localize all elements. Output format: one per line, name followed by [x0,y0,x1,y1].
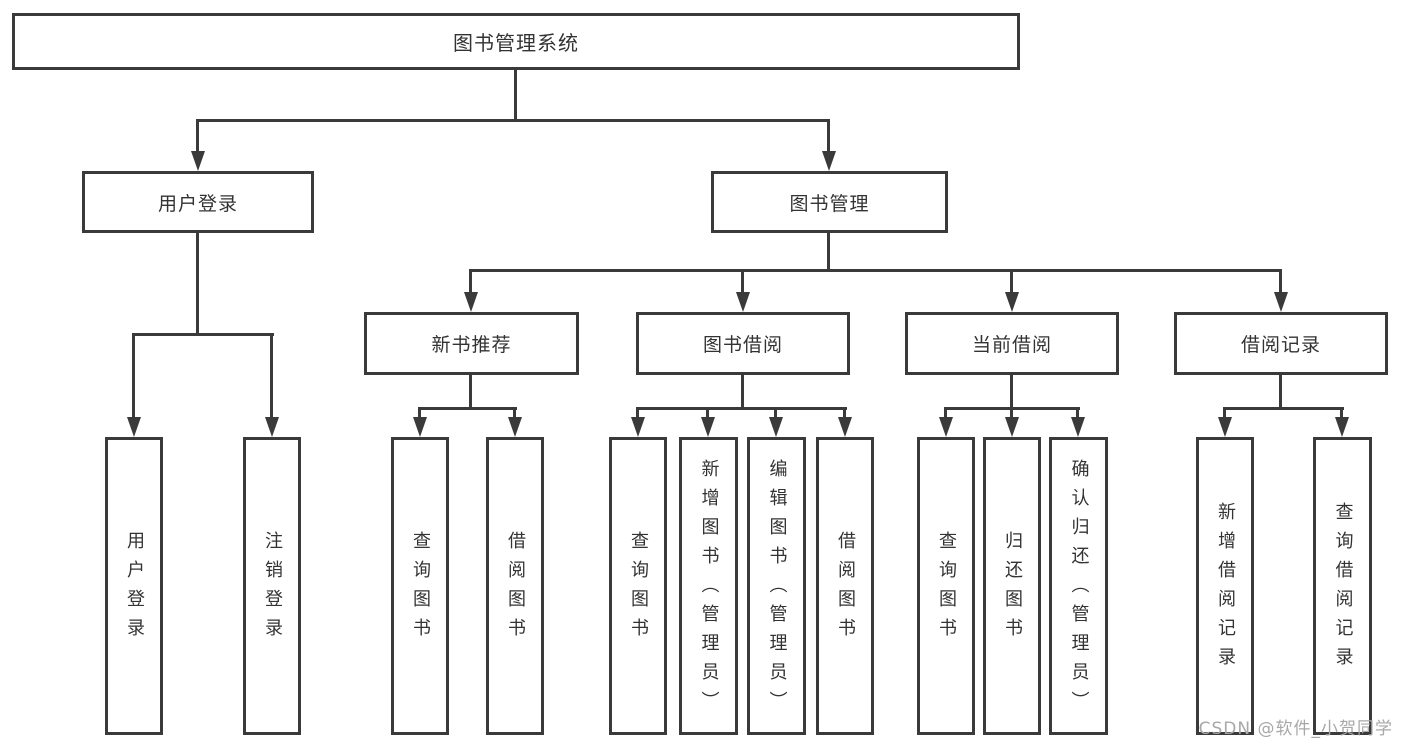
node-label: 注销登录 [262,531,283,647]
node-book-borrowing: 图书借阅 [636,312,850,375]
node-new-book-recommendation: 新书推荐 [364,312,579,375]
node-recommend-borrow-books: 借阅图书 [486,437,544,735]
node-recommend-query-books: 查询图书 [391,437,449,735]
connector-line [827,119,830,165]
node-label: 查询图书 [410,531,431,647]
node-label: 借阅记录 [1240,334,1321,356]
connector-line [196,119,830,122]
arrow-down-icon [1218,417,1232,437]
node-edit-books-admin: 编辑图书（管理员） [747,437,806,735]
node-label: 借阅图书 [505,531,526,647]
node-label: 图书借阅 [702,334,783,356]
node-label: 确认归还（管理员） [1068,458,1090,720]
node-label: 用户登录 [157,192,238,215]
arrow-down-icon [769,417,783,437]
node-label: 图书管理系统 [453,31,579,55]
connector-line [1279,375,1282,410]
node-query-borrow-record: 查询借阅记录 [1313,437,1372,735]
connector-line [132,333,274,336]
node-current-query-books: 查询图书 [917,437,975,735]
connector-line [1010,375,1013,410]
node-current-borrowing: 当前借阅 [905,312,1119,375]
node-label: 查询图书 [936,531,957,647]
arrow-down-icon [1005,417,1019,437]
connector-line [1223,407,1344,410]
arrow-down-icon [822,151,836,171]
connector-line [741,269,744,306]
connector-line [514,70,517,121]
node-library-management-system: 图书管理系统 [12,13,1020,70]
node-confirm-return-admin: 确认归还（管理员） [1049,437,1108,735]
connector-line [469,375,472,410]
node-label: 查询图书 [628,531,649,647]
arrow-down-icon [838,417,852,437]
connector-line [1279,269,1282,306]
connector-line [196,233,199,336]
arrow-down-icon [413,417,427,437]
node-add-borrow-record: 新增借阅记录 [1196,437,1254,735]
connector-line [270,333,273,431]
arrow-down-icon [1335,417,1349,437]
connector-line [469,269,1282,272]
node-label: 查询借阅记录 [1332,502,1354,676]
arrow-down-icon [1071,417,1085,437]
node-label: 编辑图书（管理员） [766,458,788,720]
node-label: 用户登录 [124,531,145,647]
node-user-login-branch: 用户登录 [82,171,314,233]
connector-line [827,233,830,272]
arrow-down-icon [127,417,141,437]
connector-line [469,269,472,306]
node-logout-leaf: 注销登录 [243,437,301,735]
arrow-down-icon [1274,292,1288,312]
arrow-down-icon [1005,292,1019,312]
node-label: 归还图书 [1002,531,1023,647]
arrow-down-icon [464,292,478,312]
node-label: 新增借阅记录 [1215,502,1236,676]
connector-line [1010,269,1013,306]
node-label: 图书管理 [789,192,870,215]
arrow-down-icon [508,417,522,437]
arrow-down-icon [939,417,953,437]
csdn-watermark: CSDN @软件_小贺同学 [1198,719,1393,739]
node-add-books-admin: 新增图书（管理员） [679,437,738,735]
connector-line [196,119,199,165]
connector-line [132,333,135,431]
node-borrowing-records: 借阅记录 [1174,312,1388,375]
node-book-management-branch: 图书管理 [711,171,948,233]
connector-line [741,375,744,410]
arrow-down-icon [265,417,279,437]
node-label: 借阅图书 [835,531,856,647]
connector-line [636,407,847,410]
arrow-down-icon [191,151,205,171]
arrow-down-icon [631,417,645,437]
arrow-down-icon [736,292,750,312]
node-label: 当前借阅 [971,334,1052,356]
arrow-down-icon [701,417,715,437]
node-label: 新增图书（管理员） [698,458,720,720]
node-label: 新书推荐 [431,334,512,356]
node-user-login-leaf: 用户登录 [105,437,163,735]
node-borrowing-borrow-books: 借阅图书 [816,437,874,735]
node-return-books: 归还图书 [983,437,1041,735]
connector-line [418,407,517,410]
node-borrowing-query-books: 查询图书 [609,437,667,735]
